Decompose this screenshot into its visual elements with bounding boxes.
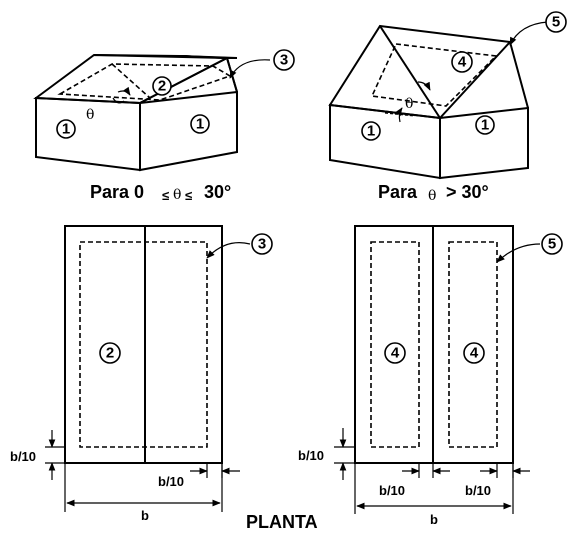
- roof-interior-dashed-zone: [57, 63, 232, 101]
- zone-4-label: 4: [458, 54, 467, 71]
- theta-symbol: θ: [86, 107, 94, 123]
- steep-roof-plane: [328, 24, 513, 120]
- zone-1-label: 1: [367, 123, 375, 140]
- zone-1-label: 1: [196, 116, 204, 133]
- dim-b10-label: b/10: [465, 483, 491, 498]
- caption-steep-slope: Para θ > 30°: [378, 182, 489, 204]
- plan-steep-slope: 4 4 5 b/10 b/10 b/10 b: [298, 225, 563, 527]
- zone-2-circle: [152, 76, 172, 96]
- dim-b10-label: b/10: [379, 483, 405, 498]
- zone-4-circle: [451, 51, 473, 73]
- steep-gable-wall: [329, 103, 441, 180]
- dim-b10-label: b/10: [298, 448, 324, 463]
- low-slope-building: θ 1 1 2 3: [33, 49, 295, 172]
- dim-b10-label: b/10: [158, 474, 184, 489]
- plan-right-dashed-zone: [448, 241, 498, 448]
- zone-1-circle: [190, 114, 210, 134]
- zone-2-label: 2: [158, 78, 166, 95]
- side-wall: [139, 90, 238, 172]
- plan-low-slope: 2 3 b/10 b/10 b: [10, 225, 273, 523]
- dim-b-label: b: [141, 508, 149, 523]
- dim-b10-label: b/10: [10, 449, 36, 464]
- caption-prefix: Para: [378, 182, 418, 202]
- zone-5-label: 5: [548, 236, 556, 253]
- zone-1-circle: [56, 119, 76, 139]
- zone-3-callout-circle: [251, 233, 273, 255]
- zone-5-callout-circle: [541, 233, 563, 255]
- zone-2-circle: [99, 342, 121, 364]
- zone-5-callout-circle: [545, 11, 567, 33]
- zone-1-label: 1: [481, 117, 489, 134]
- steep-slope-building: θ 4 1 1 5: [328, 11, 567, 180]
- zone-5-label: 5: [552, 14, 560, 31]
- caption-theta: θ: [173, 187, 181, 203]
- zone-4-circle: [463, 342, 485, 364]
- zone-4-label: 4: [391, 345, 400, 362]
- theta-symbol: θ: [405, 96, 413, 112]
- plan-label: PLANTA: [246, 512, 318, 532]
- zone-1-label: 1: [62, 121, 70, 138]
- caption-le-1: ≤: [162, 188, 169, 203]
- caption-low-slope: Para 0 ≤ θ ≤ 30°: [90, 182, 231, 203]
- caption-prefix: Para 0: [90, 182, 144, 202]
- caption-theta: θ: [428, 188, 436, 204]
- steep-roof-dashed-zone: [370, 43, 498, 107]
- zone-4-circle: [384, 342, 406, 364]
- caption-angle: > 30°: [446, 182, 489, 202]
- zone-1-circle: [361, 121, 381, 141]
- zone-2-label: 2: [106, 345, 114, 362]
- plan-outline: [64, 225, 223, 464]
- zone-3-callout-circle: [273, 49, 295, 71]
- plan-interior-dashed-zone: [79, 241, 208, 448]
- steep-side-wall: [439, 106, 529, 180]
- zone-1-circle: [475, 115, 495, 135]
- caption-angle: 30°: [204, 182, 231, 202]
- zone-3-label: 3: [280, 52, 288, 69]
- caption-le-2: ≤: [185, 188, 192, 203]
- zone-4-label: 4: [470, 345, 479, 362]
- dim-b-label: b: [430, 512, 438, 527]
- plan-left-dashed-zone: [370, 241, 420, 448]
- zone-3-label: 3: [258, 236, 266, 253]
